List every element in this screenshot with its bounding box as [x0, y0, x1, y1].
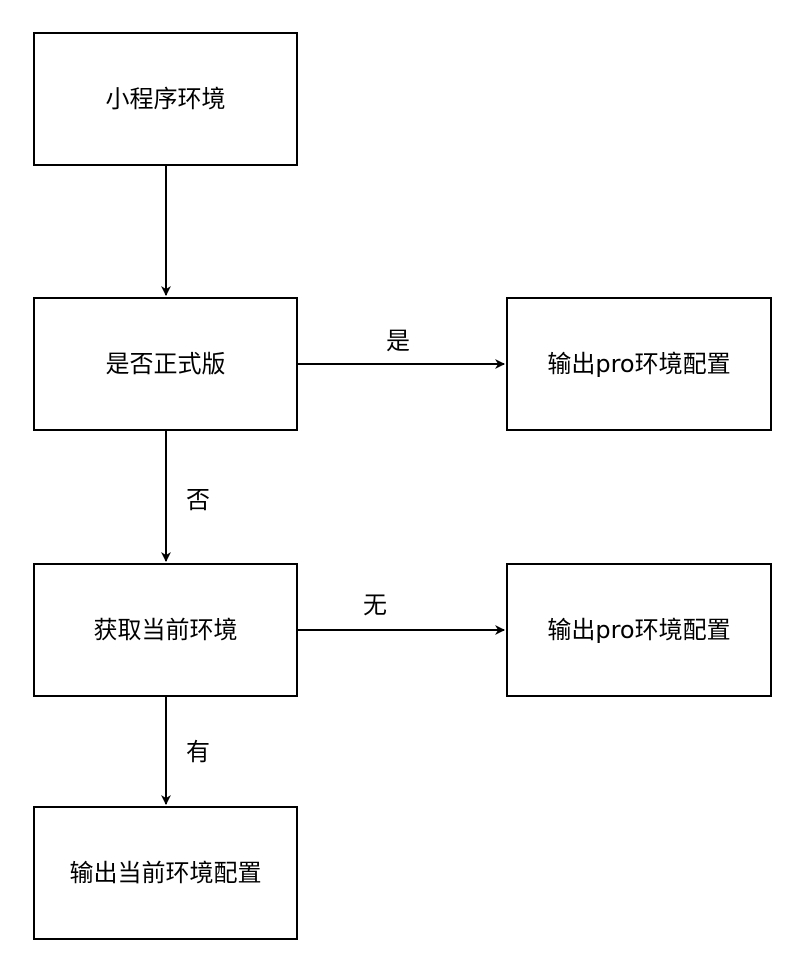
node-is-release: 是否正式版	[33, 297, 298, 431]
node-get-env: 获取当前环境	[33, 563, 298, 697]
edge-label-has: 有	[184, 738, 212, 766]
node-output-pro-2: 输出pro环境配置	[506, 563, 772, 697]
edge-label-none: 无	[361, 591, 389, 619]
node-is-release-label: 是否正式版	[105, 349, 226, 378]
node-output-pro-1-label: 输出pro环境配置	[547, 349, 731, 378]
node-output-pro-1: 输出pro环境配置	[506, 297, 772, 431]
node-start-label: 小程序环境	[105, 84, 226, 113]
node-output-current-label: 输出当前环境配置	[69, 858, 262, 887]
edge-label-yes: 是	[384, 327, 412, 355]
node-output-current: 输出当前环境配置	[33, 806, 298, 940]
node-output-pro-2-label: 输出pro环境配置	[547, 615, 731, 644]
node-start: 小程序环境	[33, 32, 298, 166]
node-get-env-label: 获取当前环境	[93, 615, 238, 644]
edge-label-no: 否	[184, 486, 212, 514]
